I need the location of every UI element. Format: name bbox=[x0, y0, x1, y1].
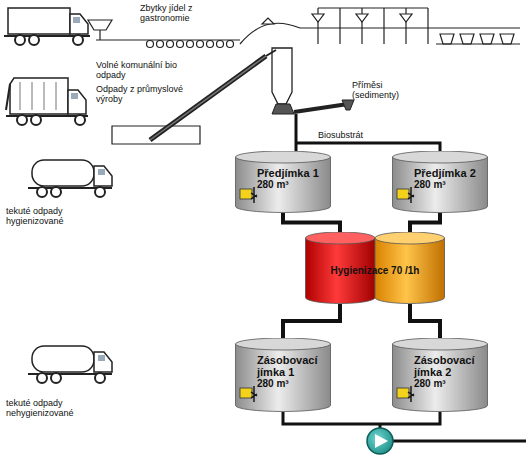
tank-name: Předjímka 1 bbox=[257, 167, 327, 179]
tank-volume: 280 m³ bbox=[414, 378, 484, 390]
pipe-connector bbox=[410, 304, 440, 338]
tank-name: Zásobovací jímka 2 bbox=[414, 354, 484, 378]
pump bbox=[283, 412, 526, 454]
tanker-truck bbox=[28, 160, 112, 197]
storage-tank: Zásobovací jímka 2280 m³ bbox=[392, 338, 488, 412]
pipe-connector bbox=[283, 213, 340, 232]
stream-label: tekuté odpady nehygienizované bbox=[6, 398, 110, 418]
mixer-icon bbox=[397, 187, 414, 203]
mixer-icon bbox=[240, 386, 257, 402]
pipe-connector bbox=[283, 304, 340, 338]
stream-label: Biosubstrát bbox=[318, 130, 398, 140]
stream-label: Příměsi (sedimenty) bbox=[352, 80, 422, 100]
substrate-pipe bbox=[296, 114, 440, 151]
stream-label: Zbytky jídel z gastronomie bbox=[140, 3, 212, 23]
mixer-icon bbox=[240, 187, 257, 203]
tank-volume: 280 m³ bbox=[257, 378, 327, 390]
storage-tank: Předjímka 1280 m³ bbox=[235, 151, 331, 213]
stream-label: tekuté odpady hygienizované bbox=[6, 206, 100, 226]
flatbed-truck bbox=[4, 8, 90, 45]
hygienization-tanks: Hygienizace 70 /1h bbox=[305, 232, 445, 304]
mixer-icon bbox=[397, 386, 414, 402]
tank-volume: 280 m³ bbox=[414, 179, 484, 191]
pipe-connector bbox=[410, 213, 440, 232]
tank-volume: 280 m³ bbox=[257, 179, 327, 191]
storage-tank: Zásobovací jímka 1280 m³ bbox=[235, 338, 331, 412]
garbage-truck bbox=[6, 78, 88, 125]
stream-label: Odpady z průmyslové výroby bbox=[96, 84, 188, 104]
tank-name: Předjímka 2 bbox=[414, 167, 484, 179]
storage-tank: Předjímka 2280 m³ bbox=[392, 151, 488, 213]
stream-label: Volné komunální bio odpady bbox=[96, 60, 188, 80]
tank-name: Hygienizace 70 /1h bbox=[331, 265, 420, 277]
tanker-truck bbox=[28, 346, 112, 383]
tank-name: Zásobovací jímka 1 bbox=[257, 354, 327, 378]
